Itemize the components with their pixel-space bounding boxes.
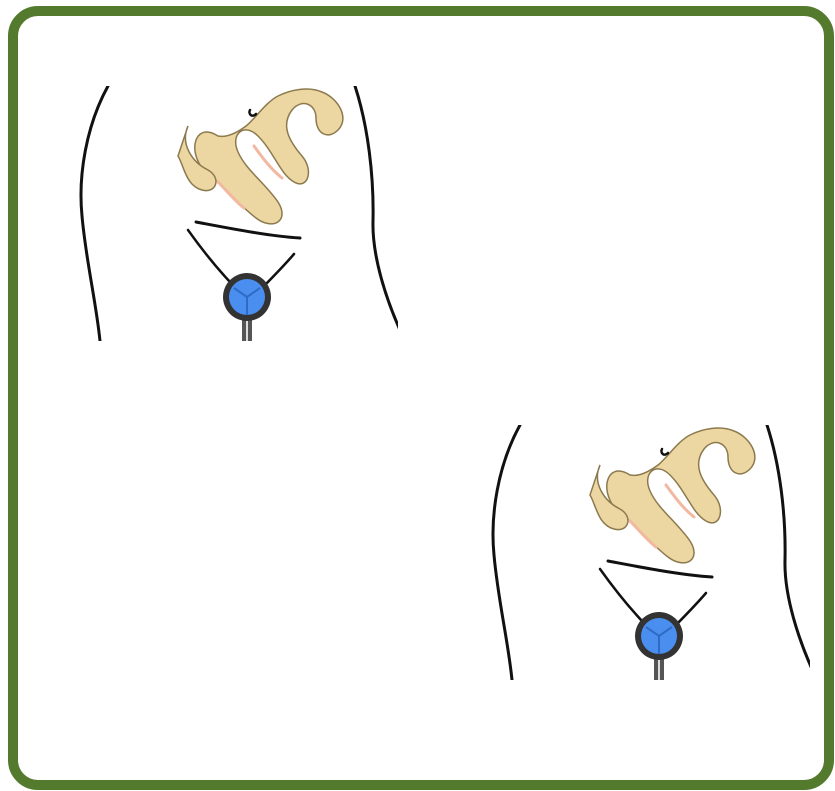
- intestines: [607, 428, 755, 563]
- anatomy-illustration-top-left: [68, 86, 398, 341]
- navel-mark: [661, 449, 668, 455]
- body-outline-right: [767, 425, 810, 680]
- abdomen-drawing: [480, 425, 810, 680]
- intestines: [195, 89, 343, 224]
- abdomen-drawing: [68, 86, 398, 341]
- body-outline-left: [81, 86, 108, 341]
- pelvic-curve: [608, 561, 712, 577]
- body-outline-right: [355, 86, 398, 341]
- anatomy-illustration-bottom-right: [480, 425, 810, 680]
- pelvic-curve: [196, 222, 300, 238]
- body-outline-left: [493, 425, 520, 680]
- navel-mark: [249, 110, 256, 116]
